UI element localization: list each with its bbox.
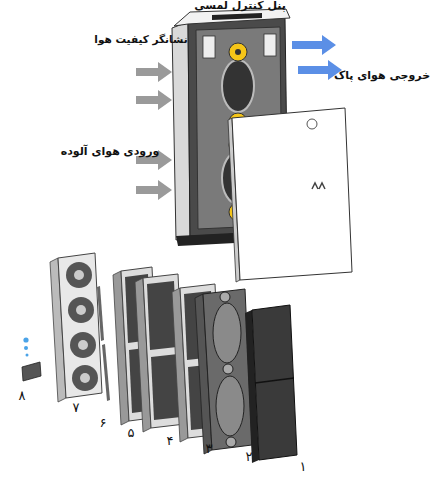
indicator-window [264, 34, 276, 56]
fan [66, 262, 92, 288]
inlet-arrow [136, 180, 172, 200]
callout-number: ۱ [300, 459, 307, 475]
light-dot [24, 346, 28, 350]
callout-number: ۶ [100, 415, 107, 431]
yellow-cap [229, 43, 247, 61]
fan [72, 365, 98, 391]
inlet-label: ورودی هوای آلوده [61, 145, 160, 158]
inlet-arrow [136, 62, 172, 82]
control-strip [212, 13, 262, 20]
seal-strip [97, 286, 104, 341]
filter-cylinder [222, 60, 254, 112]
side-panel [172, 22, 190, 240]
cylinder-cap [223, 364, 233, 374]
cylinder-frame [203, 289, 252, 450]
prefilter-divider [255, 378, 294, 383]
cap-center [235, 49, 241, 55]
fan-stack [58, 253, 102, 398]
part-label: نشانگر کیفیت هوا [94, 33, 187, 46]
callout-number: ۴ [167, 433, 174, 449]
callout-number: ۲ [246, 449, 253, 465]
fan-hub [80, 373, 90, 383]
callout-number: ۸ [19, 388, 26, 404]
fan-hub [78, 340, 88, 350]
fan-hub [76, 305, 86, 315]
seal-strip [102, 344, 110, 401]
inlet-arrow [136, 90, 172, 110]
brand-logo [312, 183, 325, 189]
front-door [232, 108, 352, 280]
light-dot [26, 354, 29, 357]
panel-label: پنل کنترل لمسی [194, 0, 286, 13]
light-dot [23, 337, 28, 342]
callout-number: ۷ [73, 400, 80, 416]
callout-number: ۳ [206, 441, 213, 457]
cylinder-cap [226, 437, 236, 447]
outlet-arrow [292, 35, 336, 55]
filter-cylinder [216, 376, 244, 436]
prefilter [252, 305, 297, 460]
callout-number: ۵ [128, 425, 135, 441]
door-button [307, 119, 317, 129]
indicator-window [203, 36, 215, 58]
sensor-module [22, 362, 41, 381]
fan [68, 297, 94, 323]
cylinder-cap [220, 292, 230, 302]
outlet-label: خروجی هوای پاک [334, 69, 430, 82]
filter-cylinder [213, 303, 241, 363]
fan [70, 332, 96, 358]
fan-hub [74, 270, 84, 280]
